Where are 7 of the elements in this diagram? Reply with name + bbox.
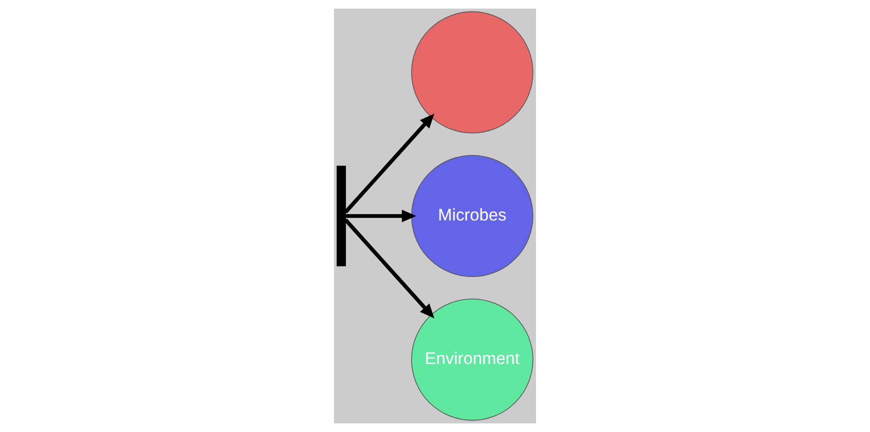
arrow [346, 210, 416, 222]
node-circle: Microbes [411, 154, 534, 278]
arrow [344, 114, 434, 214]
arrow [344, 218, 434, 318]
node-circle: Environment [411, 298, 534, 421]
node-bracket [336, 166, 346, 266]
node-circle [411, 11, 534, 134]
